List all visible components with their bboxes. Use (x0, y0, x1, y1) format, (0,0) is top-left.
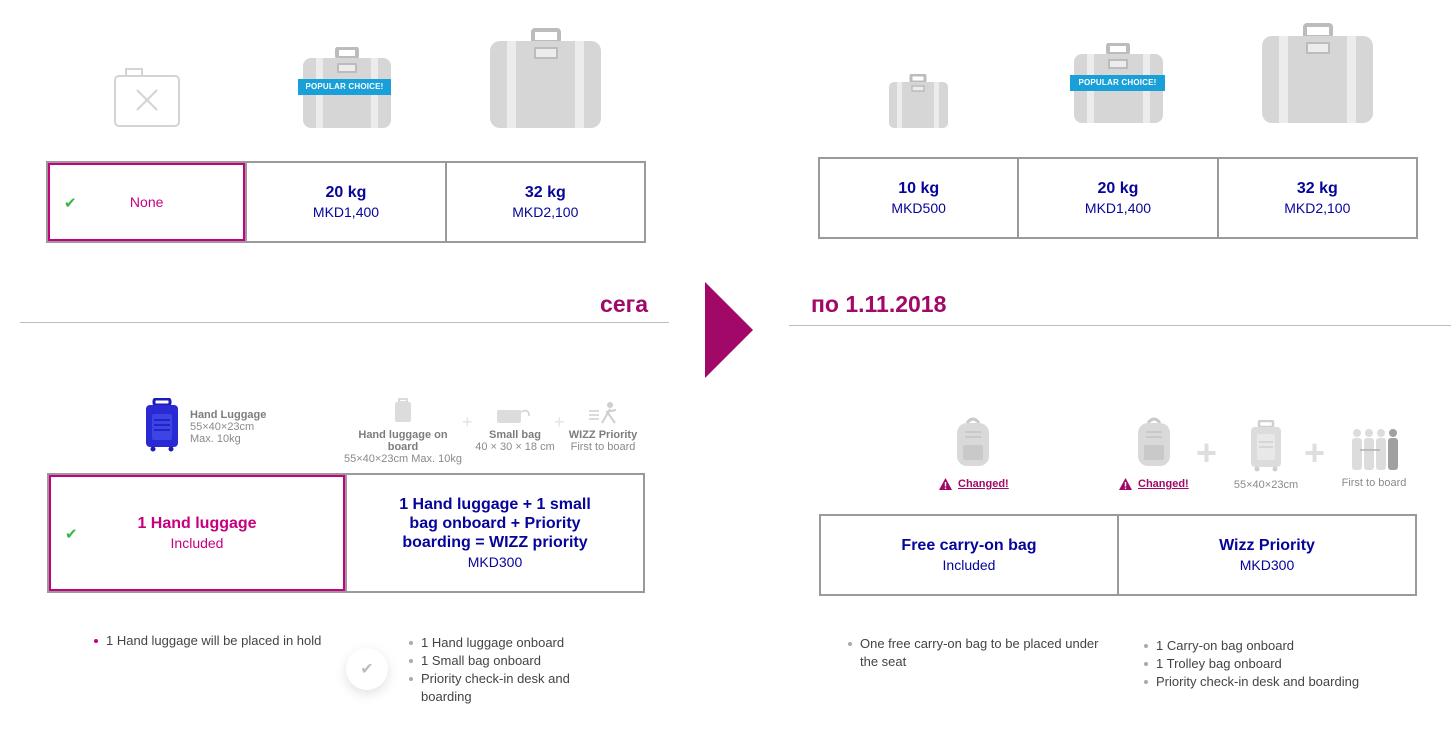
caption-title: WIZZ Priority (568, 429, 638, 441)
warning-icon (1119, 478, 1132, 490)
suitcase-32kg-icon (490, 28, 601, 128)
backpack-icon (1138, 417, 1170, 466)
option-weight: 20 kg (1097, 179, 1139, 197)
plus-icon: + (1196, 432, 1218, 473)
option-price: MKD300 (467, 553, 523, 570)
list-item: 1 Carry-on bag onboard (1142, 637, 1382, 655)
option-price: MKD2,100 (512, 203, 579, 220)
option-price: MKD1,400 (312, 203, 380, 220)
small-bag-icon (497, 409, 530, 423)
caption-title: Hand Luggage (190, 409, 267, 421)
cabin-baggage-selector-current: ✔ 1 Hand luggage Included 1 Hand luggage… (47, 473, 645, 593)
option-none[interactable]: ✔ None (48, 163, 246, 241)
caption-weight: Max. 10kg (190, 433, 241, 445)
option-32kg[interactable]: 32 kg MKD2,100 (1216, 159, 1416, 237)
option-weight: 20 kg (325, 183, 367, 201)
option-sub: Included (170, 534, 224, 551)
list-item: 1 Small bag onboard (407, 652, 597, 670)
new-rules-heading: по 1.11.2018 (811, 291, 947, 317)
option-weight: 32 kg (1296, 179, 1338, 197)
suitcase-32kg-icon (1262, 23, 1373, 123)
option-price: MKD500 (891, 199, 946, 216)
option-20kg[interactable]: 20 kg MKD1,400 (1017, 159, 1216, 237)
option-weight: 32 kg (524, 183, 566, 201)
priority-runner-icon (589, 402, 617, 424)
option-20kg[interactable]: 20 kg MKD1,400 (245, 163, 444, 241)
trolley-icon (395, 398, 411, 422)
popular-choice-badge: POPULAR CHOICE! (298, 79, 391, 95)
checked-baggage-selector-current: ✔ None 20 kg MKD1,400 32 kg MKD2,100 (46, 161, 646, 243)
plus-icon: + (1304, 432, 1326, 473)
list-item: Priority check-in desk and boarding (407, 670, 597, 706)
priority-caption-small-bag: Small bag 40 × 30 × 18 cm (474, 429, 556, 453)
list-item: 1 Hand luggage will be placed in hold (92, 632, 342, 650)
current-free-bullets: 1 Hand luggage will be placed in hold (92, 632, 342, 650)
option-price: MKD300 (1239, 556, 1295, 573)
option-sub: Included (942, 556, 996, 573)
cabin-baggage-selector-new: Free carry-on bag Included Wizz Priority… (819, 514, 1417, 596)
hand-luggage-icon (146, 398, 178, 452)
option-title: Wizz Priority (1219, 536, 1315, 554)
option-10kg[interactable]: 10 kg MKD500 (820, 159, 1017, 237)
first-to-board-caption: First to board (1341, 477, 1407, 489)
caption-sub: 55×40×23cm Max. 10kg (343, 453, 463, 465)
option-label: None (129, 194, 164, 210)
trolley-icon (1251, 420, 1281, 472)
no-bag-icon (114, 68, 180, 127)
option-title: 1 Hand luggage (137, 514, 257, 532)
priority-boarding-icon (1352, 429, 1398, 470)
arrow-right-icon (705, 282, 753, 378)
plus-icon: + (554, 412, 565, 432)
trolley-dims: 55×40×23cm (1233, 479, 1299, 491)
new-free-bullets: One free carry-on bag to be placed under… (846, 635, 1108, 671)
new-priority-bullets: 1 Carry-on bag onboard 1 Trolley bag onb… (1142, 637, 1382, 691)
caption-dims: 55×40×23cm (190, 421, 255, 433)
option-32kg[interactable]: 32 kg MKD2,100 (444, 163, 644, 241)
option-free-carry-on[interactable]: Free carry-on bag Included (821, 516, 1117, 594)
option-title: 1 Hand luggage + 1 small bag onboard + P… (399, 495, 591, 551)
priority-caption-hand: Hand luggage on board 55×40×23cm Max. 10… (343, 429, 463, 465)
warning-icon (939, 478, 952, 490)
divider (789, 325, 1451, 326)
check-icon: ✔ (64, 195, 77, 212)
option-hand-luggage[interactable]: ✔ 1 Hand luggage Included (49, 475, 345, 591)
hand-luggage-caption: Hand Luggage 55×40×23cm Max. 10kg (190, 409, 266, 445)
checked-baggage-selector-new: 10 kg MKD500 20 kg MKD1,400 32 kg MKD2,1… (818, 157, 1418, 239)
option-price: MKD2,100 (1284, 199, 1351, 216)
changed-link[interactable]: Changed! (958, 478, 1009, 490)
divider (20, 322, 669, 323)
suitcase-10kg-icon (889, 74, 948, 128)
list-item: One free carry-on bag to be placed under… (846, 635, 1108, 671)
check-icon: ✔ (65, 526, 78, 543)
current-heading: сега (600, 291, 648, 317)
backpack-icon (957, 417, 989, 466)
list-item: Priority check-in desk and boarding (1142, 673, 1382, 691)
option-wizz-priority[interactable]: 1 Hand luggage + 1 small bag onboard + P… (345, 475, 643, 591)
option-weight: 10 kg (898, 179, 940, 197)
list-item: 1 Trolley bag onboard (1142, 655, 1382, 673)
option-wizz-priority[interactable]: Wizz Priority MKD300 (1117, 516, 1415, 594)
caption-title: Small bag (489, 429, 541, 441)
caption-sub: First to board (570, 441, 636, 453)
current-priority-bullets: 1 Hand luggage onboard 1 Small bag onboa… (407, 634, 597, 706)
caption-title: Hand luggage on board (358, 429, 448, 453)
changed-link[interactable]: Changed! (1138, 478, 1189, 490)
option-title: Free carry-on bag (901, 536, 1037, 554)
plus-icon: + (462, 412, 473, 432)
caption-sub: 40 × 30 × 18 cm (475, 441, 555, 453)
popular-choice-badge: POPULAR CHOICE! (1070, 75, 1165, 91)
list-item: 1 Hand luggage onboard (407, 634, 597, 652)
option-price: MKD1,400 (1084, 199, 1152, 216)
check-circle-icon: ✔ (346, 648, 388, 690)
priority-caption-wizz: WIZZ Priority First to board (562, 429, 644, 453)
